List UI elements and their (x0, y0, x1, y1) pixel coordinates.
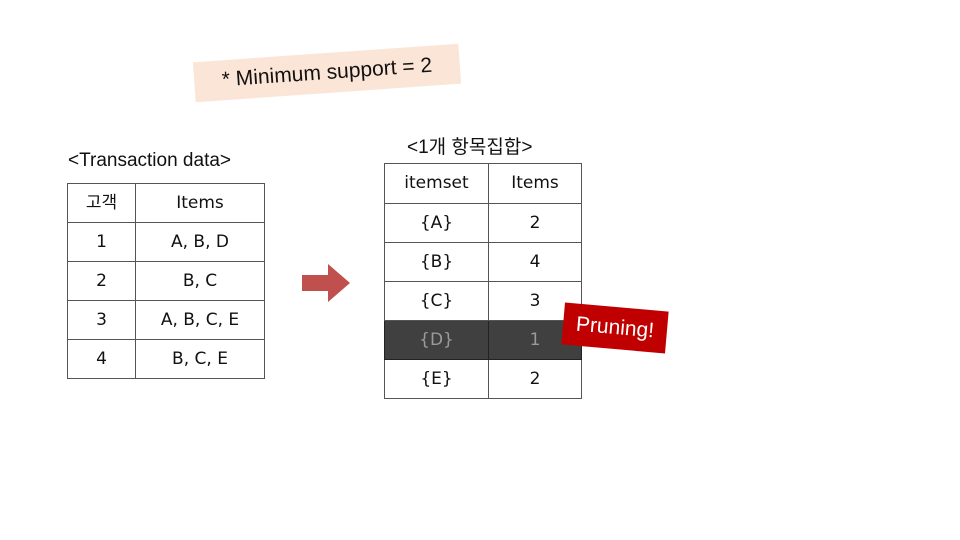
right-arrow-icon (302, 264, 350, 302)
customer-id: 4 (67, 339, 136, 379)
itemset-label: {C} (384, 281, 489, 321)
pruned-table-row: {D} 1 (384, 320, 582, 360)
support-count: 2 (488, 359, 582, 399)
itemset-caption: <1개 항목집합> (407, 137, 533, 158)
table-row: 2 B, C (67, 261, 265, 301)
itemset-label: {D} (384, 320, 489, 360)
customer-id: 1 (67, 222, 136, 262)
table-row: {E} 2 (384, 359, 582, 399)
header-items: Items (135, 183, 265, 223)
transaction-items: B, C (135, 261, 265, 301)
transaction-items: A, B, C, E (135, 300, 265, 340)
transaction-items: B, C, E (135, 339, 265, 379)
table-row: 1 A, B, D (67, 222, 265, 262)
table-row: {B} 4 (384, 242, 582, 282)
header-customer: 고객 (67, 183, 136, 223)
header-itemset: itemset (384, 163, 489, 204)
itemset-label: {A} (384, 203, 489, 243)
itemset-table: itemset Items {A} 2 {B} 4 {C} 3 {D} 1 {E… (384, 163, 582, 399)
customer-id: 3 (67, 300, 136, 340)
customer-id: 2 (67, 261, 136, 301)
transaction-items: A, B, D (135, 222, 265, 262)
pruning-badge: Pruning! (561, 302, 669, 354)
header-items: Items (488, 163, 582, 204)
table-row: {A} 2 (384, 203, 582, 243)
support-count: 2 (488, 203, 582, 243)
pruning-label: Pruning! (575, 312, 656, 343)
table-row: 3 A, B, C, E (67, 300, 265, 340)
table-header-row: 고객 Items (67, 183, 265, 223)
transaction-table: 고객 Items 1 A, B, D 2 B, C 3 A, B, C, E 4… (67, 183, 265, 379)
support-count: 4 (488, 242, 582, 282)
table-row: {C} 3 (384, 281, 582, 321)
min-support-text: * Minimum support = 2 (221, 53, 433, 92)
min-support-note: * Minimum support = 2 (192, 43, 462, 103)
transaction-data-caption: <Transaction data> (68, 150, 232, 171)
itemset-label: {E} (384, 359, 489, 399)
table-header-row: itemset Items (384, 163, 582, 204)
itemset-label: {B} (384, 242, 489, 282)
table-row: 4 B, C, E (67, 339, 265, 379)
